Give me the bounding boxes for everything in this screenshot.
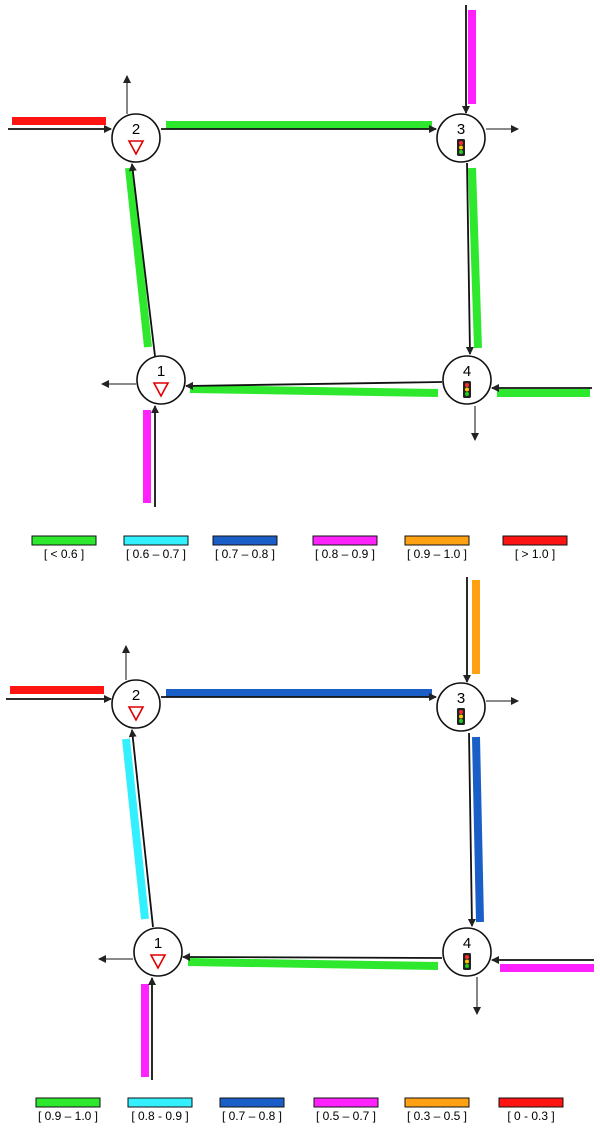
legend-label: [ 0.9 – 1.0 ] <box>38 1109 98 1123</box>
node-label: 4 <box>463 935 471 952</box>
link-bar-4-1 <box>189 385 439 397</box>
legend-item: [ 0.6 – 0.7 ] <box>123 535 189 561</box>
link-3-4-line <box>467 732 476 927</box>
legend-item: [ < 0.6 ] <box>31 535 97 561</box>
legend-swatch <box>212 535 278 546</box>
legend-item: [ 0.7 – 0.8 ] <box>212 535 278 561</box>
legend-item: [ > 1.0 ] <box>502 535 568 561</box>
legend-swatch <box>313 1097 379 1108</box>
legend-swatch <box>498 1097 564 1108</box>
legend-2: [ 0.9 – 1.0 ] [ 0.8 - 0.9 ] [ 0.7 – 0.8 ] [… <box>35 1097 564 1123</box>
traffic-light-icon <box>457 708 465 725</box>
node-circle <box>133 927 183 977</box>
link-4-1-line <box>185 381 443 390</box>
link-3-4-line <box>465 162 474 355</box>
node-label: 4 <box>463 363 471 380</box>
node-1: 1 <box>133 927 183 977</box>
node-label: 2 <box>132 121 140 138</box>
yield-triangle-icon <box>127 706 145 722</box>
legend-label: [ 0.7 – 0.8 ] <box>222 1109 282 1123</box>
link-4-1-line <box>182 953 443 962</box>
legend-swatch <box>502 535 568 546</box>
node-2: 2 <box>111 679 161 729</box>
traffic-light-icon <box>457 139 465 156</box>
node-circle <box>111 113 161 163</box>
node-4: 4 <box>442 355 492 405</box>
legend-1: [ < 0.6 ] [ 0.6 – 0.7 ] [ 0.7 – 0.8 ] [ 0.8… <box>31 535 568 561</box>
legend-swatch <box>35 1097 101 1108</box>
legend-item: [ 0.3 – 0.5 ] <box>404 1097 470 1123</box>
node-circle <box>111 679 161 729</box>
legend-item: [ 0.8 - 0.9 ] <box>127 1097 193 1123</box>
node-label: 3 <box>457 690 465 707</box>
node-label: 2 <box>132 687 140 704</box>
legend-label: [ 0.8 – 0.9 ] <box>315 547 375 561</box>
legend-label: [ 0.6 – 0.7 ] <box>126 547 186 561</box>
node-circle <box>436 113 486 163</box>
legend-label: [ 0 - 0.3 ] <box>507 1109 554 1123</box>
legend-label: [ 0.9 – 1.0 ] <box>407 547 467 561</box>
link-bar-4-1 <box>187 958 439 970</box>
node-circle <box>136 355 186 405</box>
node-4: 4 <box>442 927 492 977</box>
legend-swatch <box>404 1097 470 1108</box>
legend-swatch <box>127 1097 193 1108</box>
yield-triangle-icon <box>149 954 167 970</box>
link-1-2-line <box>128 729 154 928</box>
legend-swatch <box>312 535 378 546</box>
yield-triangle-icon <box>127 140 145 156</box>
yield-triangle-icon <box>152 382 170 398</box>
legend-swatch <box>31 535 97 546</box>
legend-label: [ 0.5 – 0.7 ] <box>316 1109 376 1123</box>
link-bar-1-2 <box>122 738 149 920</box>
legend-label: [ > 1.0 ] <box>515 547 555 561</box>
link-1-2-line <box>128 163 156 357</box>
diagram-2: 1 2 3 4 <box>6 577 594 1080</box>
node-label: 1 <box>157 363 165 380</box>
traffic-light-icon <box>463 381 471 398</box>
legend-item: [ 0 - 0.3 ] <box>498 1097 564 1123</box>
legend-label: [ 0.7 – 0.8 ] <box>215 547 275 561</box>
legend-item: [ 0.5 – 0.7 ] <box>313 1097 379 1123</box>
node-label: 1 <box>154 935 162 952</box>
node-3: 3 <box>436 682 486 732</box>
traffic-light-icon <box>463 953 471 970</box>
node-3: 3 <box>436 113 486 163</box>
legend-swatch <box>404 535 470 546</box>
node-circle <box>442 355 492 405</box>
legend-label: [ 0.3 – 0.5 ] <box>407 1109 467 1123</box>
legend-swatch <box>123 535 189 546</box>
legend-item: [ 0.9 – 1.0 ] <box>404 535 470 561</box>
diagram-1: 1 2 3 4 <box>8 5 592 507</box>
legend-item: [ 0.7 – 0.8 ] <box>219 1097 285 1123</box>
legend-label: [ < 0.6 ] <box>44 547 84 561</box>
legend-swatch <box>219 1097 285 1108</box>
legend-label: [ 0.8 - 0.9 ] <box>131 1109 188 1123</box>
node-2: 2 <box>111 113 161 163</box>
node-circle <box>442 927 492 977</box>
legend-item: [ 0.9 – 1.0 ] <box>35 1097 101 1123</box>
link-bar-3-4 <box>468 167 482 349</box>
node-label: 3 <box>457 121 465 138</box>
legend-item: [ 0.8 – 0.9 ] <box>312 535 378 561</box>
node-circle <box>436 682 486 732</box>
node-1: 1 <box>136 355 186 405</box>
link-bar-3-4 <box>472 736 484 923</box>
link-bar-1-2 <box>125 167 152 348</box>
